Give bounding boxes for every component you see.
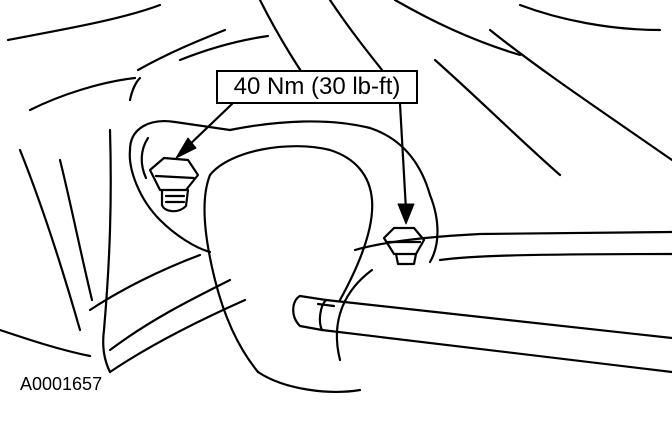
background-contours [0, 0, 672, 374]
torque-callout: 40 Nm (30 lb-ft) [216, 70, 418, 104]
figure-id: A0001657 [20, 374, 103, 394]
lower-crossmember [88, 253, 247, 374]
right-flange-nut [382, 226, 426, 266]
exhaust-pipe [203, 145, 672, 393]
exhaust-flange [128, 120, 439, 264]
callout-leaders [175, 102, 415, 225]
left-flange-nut [148, 156, 200, 213]
torque-spec-label: 40 Nm (30 lb-ft) [233, 73, 401, 100]
wrench-extension [292, 294, 672, 374]
